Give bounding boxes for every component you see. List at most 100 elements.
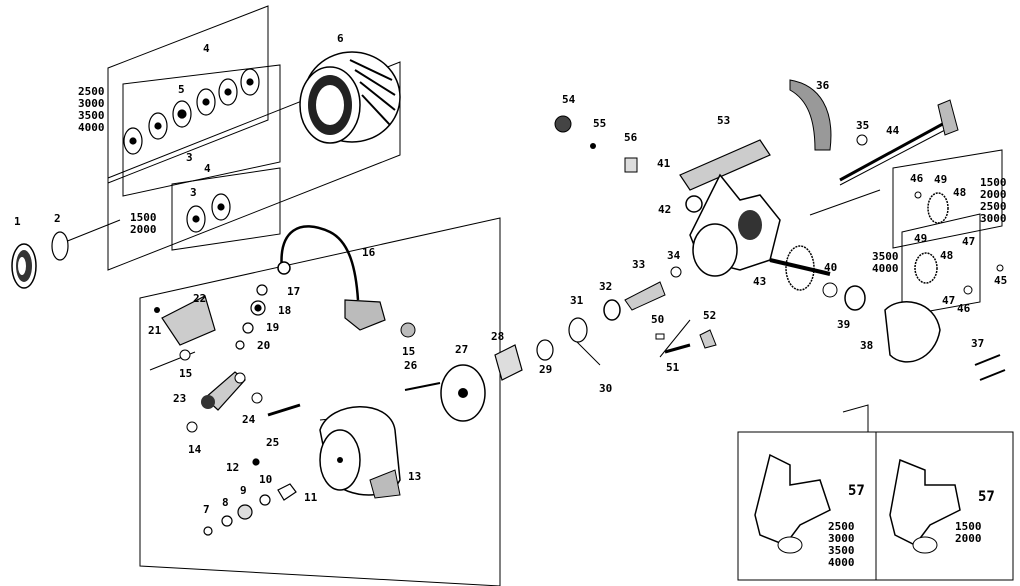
label-part-45: 45 <box>994 274 1008 287</box>
bail-small-parts <box>235 284 268 350</box>
handle-small-drawing <box>889 458 961 554</box>
part-51-pin <box>664 343 691 354</box>
label-part-14: 14 <box>188 443 202 456</box>
part-15-bail-knob <box>400 322 416 338</box>
gear-box-large <box>901 213 981 317</box>
body-group-box <box>139 217 501 586</box>
label-part-39: 39 <box>837 318 851 331</box>
label-part-9: 9 <box>240 484 247 497</box>
part-16-bail-wire <box>280 225 360 301</box>
label-part-47-bottom: 47 <box>942 294 956 307</box>
label-part-11: 11 <box>304 491 318 504</box>
part-38-side-cover <box>884 301 941 363</box>
part-49-gear-small <box>927 192 949 224</box>
part-39-bearing <box>844 285 866 311</box>
label-part-15-bail: 15 <box>402 345 416 358</box>
label-part-25: 25 <box>266 436 280 449</box>
spool-inner-box <box>122 64 281 197</box>
size-label-spool-small: 1500 2000 <box>130 211 157 236</box>
label-part-41: 41 <box>657 157 671 170</box>
label-part-44: 44 <box>886 124 900 137</box>
label-part-48-top: 48 <box>953 186 967 199</box>
part-53-body <box>679 139 781 277</box>
part-22-bail-arm <box>161 295 216 346</box>
part-2-washer <box>51 231 69 261</box>
part-40-washer <box>822 282 838 298</box>
label-part-49-bottom: 49 <box>914 232 928 245</box>
label-part-31: 31 <box>570 294 584 307</box>
label-part-47-top: 47 <box>962 235 976 248</box>
part-42-bearing <box>685 195 703 213</box>
label-part-16: 16 <box>362 246 376 259</box>
label-part-46-bottom: 46 <box>957 302 971 315</box>
part-6-spool <box>299 51 401 144</box>
label-part-38: 38 <box>860 339 874 352</box>
label-part-32: 32 <box>599 280 613 293</box>
label-part-55: 55 <box>593 117 607 130</box>
part-28-nut <box>494 344 523 381</box>
label-part-4: 4 <box>203 42 210 55</box>
part-35-screw <box>856 134 868 146</box>
label-part-15-arm: 15 <box>179 367 193 380</box>
size-label-gear-small: 1500 2000 2500 3000 <box>980 176 1007 225</box>
spool-washer-box-small <box>171 167 281 251</box>
label-part-51: 51 <box>666 361 680 374</box>
label-part-12: 12 <box>226 461 240 474</box>
part-31-bearing <box>568 317 588 343</box>
label-part-26: 26 <box>404 359 418 372</box>
part-52-stopper <box>699 329 717 349</box>
label-part-54: 54 <box>562 93 576 106</box>
label-part-23: 23 <box>173 392 187 405</box>
label-part-30: 30 <box>599 382 613 395</box>
label-part-6: 6 <box>337 32 344 45</box>
size-label-handle-large: 2500 3000 3500 4000 <box>828 520 855 569</box>
part-29-sleeve <box>536 339 554 361</box>
label-part-29: 29 <box>539 363 553 376</box>
label-part-56: 56 <box>624 131 638 144</box>
label-part-28: 28 <box>491 330 505 343</box>
label-part-8: 8 <box>222 496 229 509</box>
label-part-3: 3 <box>186 151 193 164</box>
label-part-13: 13 <box>408 470 422 483</box>
label-part-42: 42 <box>658 203 672 216</box>
part-44-main-shaft <box>839 118 951 182</box>
size-label-handle-small: 1500 2000 <box>955 520 982 545</box>
label-part-3-small: 3 <box>190 186 197 199</box>
gear-box-small <box>892 149 1003 249</box>
part-33-pinion <box>624 281 666 311</box>
label-part-50: 50 <box>651 313 665 326</box>
label-part-33: 33 <box>632 258 646 271</box>
handle-large-drawing <box>754 453 831 554</box>
label-part-52: 52 <box>703 309 717 322</box>
label-part-49-top: 49 <box>934 173 948 186</box>
size-label-gear-large: 3500 4000 <box>872 250 899 275</box>
part-50-clip <box>655 333 665 340</box>
label-part-7: 7 <box>203 503 210 516</box>
label-part-57-large: 57 <box>848 483 865 499</box>
spool-washers <box>123 68 260 233</box>
label-part-5: 5 <box>178 83 185 96</box>
label-part-10: 10 <box>259 473 273 486</box>
size-label-spool-large: 2500 3000 3500 4000 <box>78 85 105 134</box>
handle-callout <box>842 404 869 432</box>
label-part-40: 40 <box>824 261 838 274</box>
part-43-drive-gear <box>769 245 831 291</box>
label-part-35: 35 <box>856 119 870 132</box>
rotor-nut-parts <box>203 458 297 536</box>
label-part-36: 36 <box>816 79 830 92</box>
label-part-21: 21 <box>148 324 162 337</box>
label-part-53: 53 <box>717 114 731 127</box>
part-32-bearing <box>603 299 621 321</box>
label-part-46-top: 46 <box>910 172 924 185</box>
part-49-gear-large <box>914 252 938 284</box>
part-56-bushing <box>624 157 638 173</box>
label-part-2: 2 <box>54 212 61 225</box>
part-34-washer <box>670 266 682 278</box>
label-part-37: 37 <box>971 337 985 350</box>
label-part-4-small: 4 <box>204 162 211 175</box>
part-13-rotor <box>319 406 401 499</box>
label-part-27: 27 <box>455 343 469 356</box>
label-part-20: 20 <box>257 339 271 352</box>
label-part-48-bottom: 48 <box>940 249 954 262</box>
